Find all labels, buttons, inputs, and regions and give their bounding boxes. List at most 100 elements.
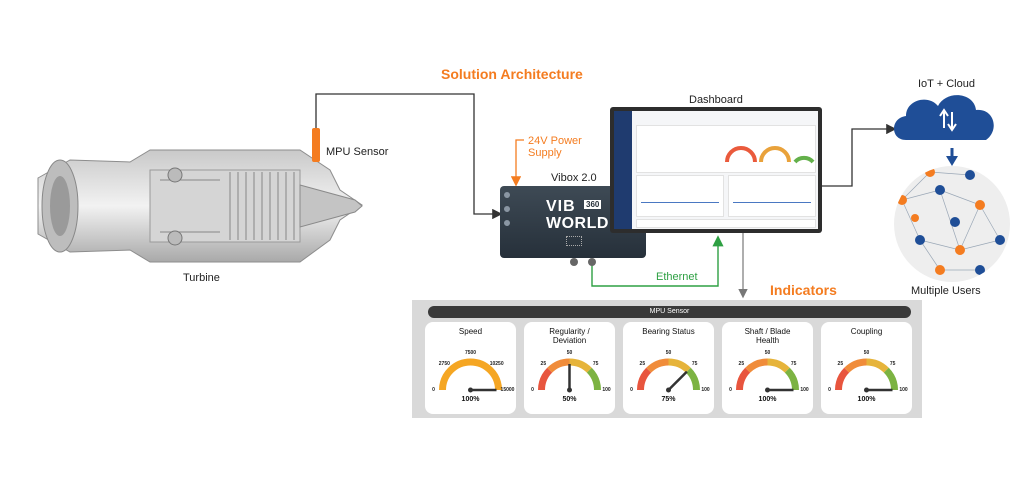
gauge-hub <box>567 387 572 393</box>
gauge-arc <box>586 367 601 391</box>
gauge-arc <box>637 367 652 391</box>
gauge-arc <box>866 358 889 373</box>
gauge-tick-label: 2750 <box>438 360 450 367</box>
indicators-title: Indicators <box>770 282 837 298</box>
gauge-needle <box>667 370 688 391</box>
gauge-arc <box>784 367 799 391</box>
gauge-icon <box>637 358 700 393</box>
gauge-tick-label: 0 <box>432 387 435 393</box>
gauge-arc <box>835 367 850 391</box>
indicator-title: Coupling <box>850 327 883 336</box>
vibox-connector-icon <box>588 258 596 266</box>
indicator-card: Bearing Status 0 25 50 75 100 75% <box>623 322 714 414</box>
gauge-tick-label: 100 <box>701 387 710 393</box>
vibox-logo-badge: 360 <box>584 200 602 209</box>
vibox-port-icon <box>504 206 510 212</box>
gauge-icon <box>538 358 601 393</box>
dashboard-chart-right <box>728 175 816 217</box>
page-title: Solution Architecture <box>441 66 583 82</box>
gauge-arc <box>883 367 898 391</box>
indicator-title: Bearing Status <box>642 327 695 336</box>
indicator-value: 100% <box>758 396 777 403</box>
gauge-arc <box>844 358 867 373</box>
gauge-tick-label: 15000 <box>500 387 515 393</box>
sensor-to-vibox-line <box>315 93 503 220</box>
dashboard-monitor <box>610 107 822 233</box>
gauge-arc <box>439 358 502 391</box>
indicator-value: 100% <box>461 396 480 403</box>
dashboard-label: Dashboard <box>689 94 743 106</box>
dashboard-screen <box>614 111 818 229</box>
vibox-logo-top: VIB <box>546 198 576 215</box>
gauge-icon <box>835 358 898 393</box>
gauge-arc <box>646 358 669 373</box>
dashboard-footer-strip <box>636 219 816 228</box>
indicator-title: Speed <box>458 327 483 336</box>
indicator-value: 100% <box>857 396 876 403</box>
gauge-tick-label: 75 <box>889 360 896 367</box>
gauge-tick-label: 50 <box>566 350 573 356</box>
dashboard-chart-left <box>636 175 724 217</box>
gauge-tick-label: 25 <box>540 360 547 367</box>
cloud-label: IoT + Cloud <box>918 78 975 90</box>
indicator-title: Regularity / Deviation <box>549 327 590 345</box>
mpu-sensor-label: MPU Sensor <box>326 146 389 158</box>
power-supply-line2: Supply <box>528 147 562 159</box>
vibox-port-icon <box>504 192 510 198</box>
gauge-tick-label: 100 <box>800 387 809 393</box>
power-supply-line1: 24V Power <box>528 135 582 147</box>
gauge-tick-label: 75 <box>790 360 797 367</box>
gauge-tick-label: 25 <box>639 360 646 367</box>
gauge-arc <box>547 358 570 373</box>
gauge-icon <box>439 358 502 393</box>
dashboard-sidebar <box>614 111 632 229</box>
gauge-tick-label: 25 <box>738 360 745 367</box>
gauge-tick-label: 75 <box>691 360 698 367</box>
power-supply-label: 24V Power Supply <box>528 135 582 159</box>
gauge-tick-label: 0 <box>828 387 831 393</box>
indicator-title: Shaft / Blade Health <box>744 327 791 345</box>
vibox-indicator-leds <box>566 236 582 246</box>
dashboard-gauges-panel <box>636 125 816 173</box>
gauge-icon <box>736 358 799 393</box>
gauge-arc <box>736 367 751 391</box>
gauge-tick-label: 25 <box>837 360 844 367</box>
gauge-hub <box>864 387 869 393</box>
gauge-tick-label: 0 <box>531 387 534 393</box>
gauge-tick-label: 50 <box>764 350 771 356</box>
gauge-tick-label: 0 <box>729 387 732 393</box>
gauge-tick-label: 100 <box>899 387 908 393</box>
gauge-tick-label: 0 <box>630 387 633 393</box>
indicator-card: Shaft / Blade Health 0 25 50 75 100 100% <box>722 322 813 414</box>
gauge-hub <box>765 387 770 393</box>
gauge-arc <box>569 358 592 373</box>
power-line <box>510 139 524 187</box>
indicator-card: Coupling 0 25 50 75 100 100% <box>821 322 912 414</box>
vibox-logo-bottom: WORLD <box>546 215 609 232</box>
gauge-tick-label: 50 <box>665 350 672 356</box>
mpu-sensor-icon <box>312 128 320 162</box>
users-label: Multiple Users <box>911 285 981 297</box>
gauge-arc <box>538 367 553 391</box>
dashboard-to-cloud-line <box>822 123 897 187</box>
gauge-arc <box>745 358 768 373</box>
gauge-arc <box>668 358 691 373</box>
ethernet-label: Ethernet <box>656 271 698 283</box>
gauge-tick-label: 75 <box>592 360 599 367</box>
gauge-tick-label: 7500 <box>464 350 477 356</box>
gauge-hub <box>666 387 671 393</box>
gauge-hub <box>468 387 473 393</box>
gauge-arc <box>685 367 700 391</box>
indicator-value: 75% <box>661 396 676 403</box>
ethernet-line <box>591 235 724 287</box>
gauge-tick-label: 50 <box>863 350 870 356</box>
indicator-card: Speed 0 2750 7500 10250 15000 100% <box>425 322 516 414</box>
gauge-tick-label: 10250 <box>489 360 504 367</box>
vibox-label: Vibox 2.0 <box>551 172 597 184</box>
gauge-arc <box>767 358 790 373</box>
indicator-value: 50% <box>562 396 577 403</box>
